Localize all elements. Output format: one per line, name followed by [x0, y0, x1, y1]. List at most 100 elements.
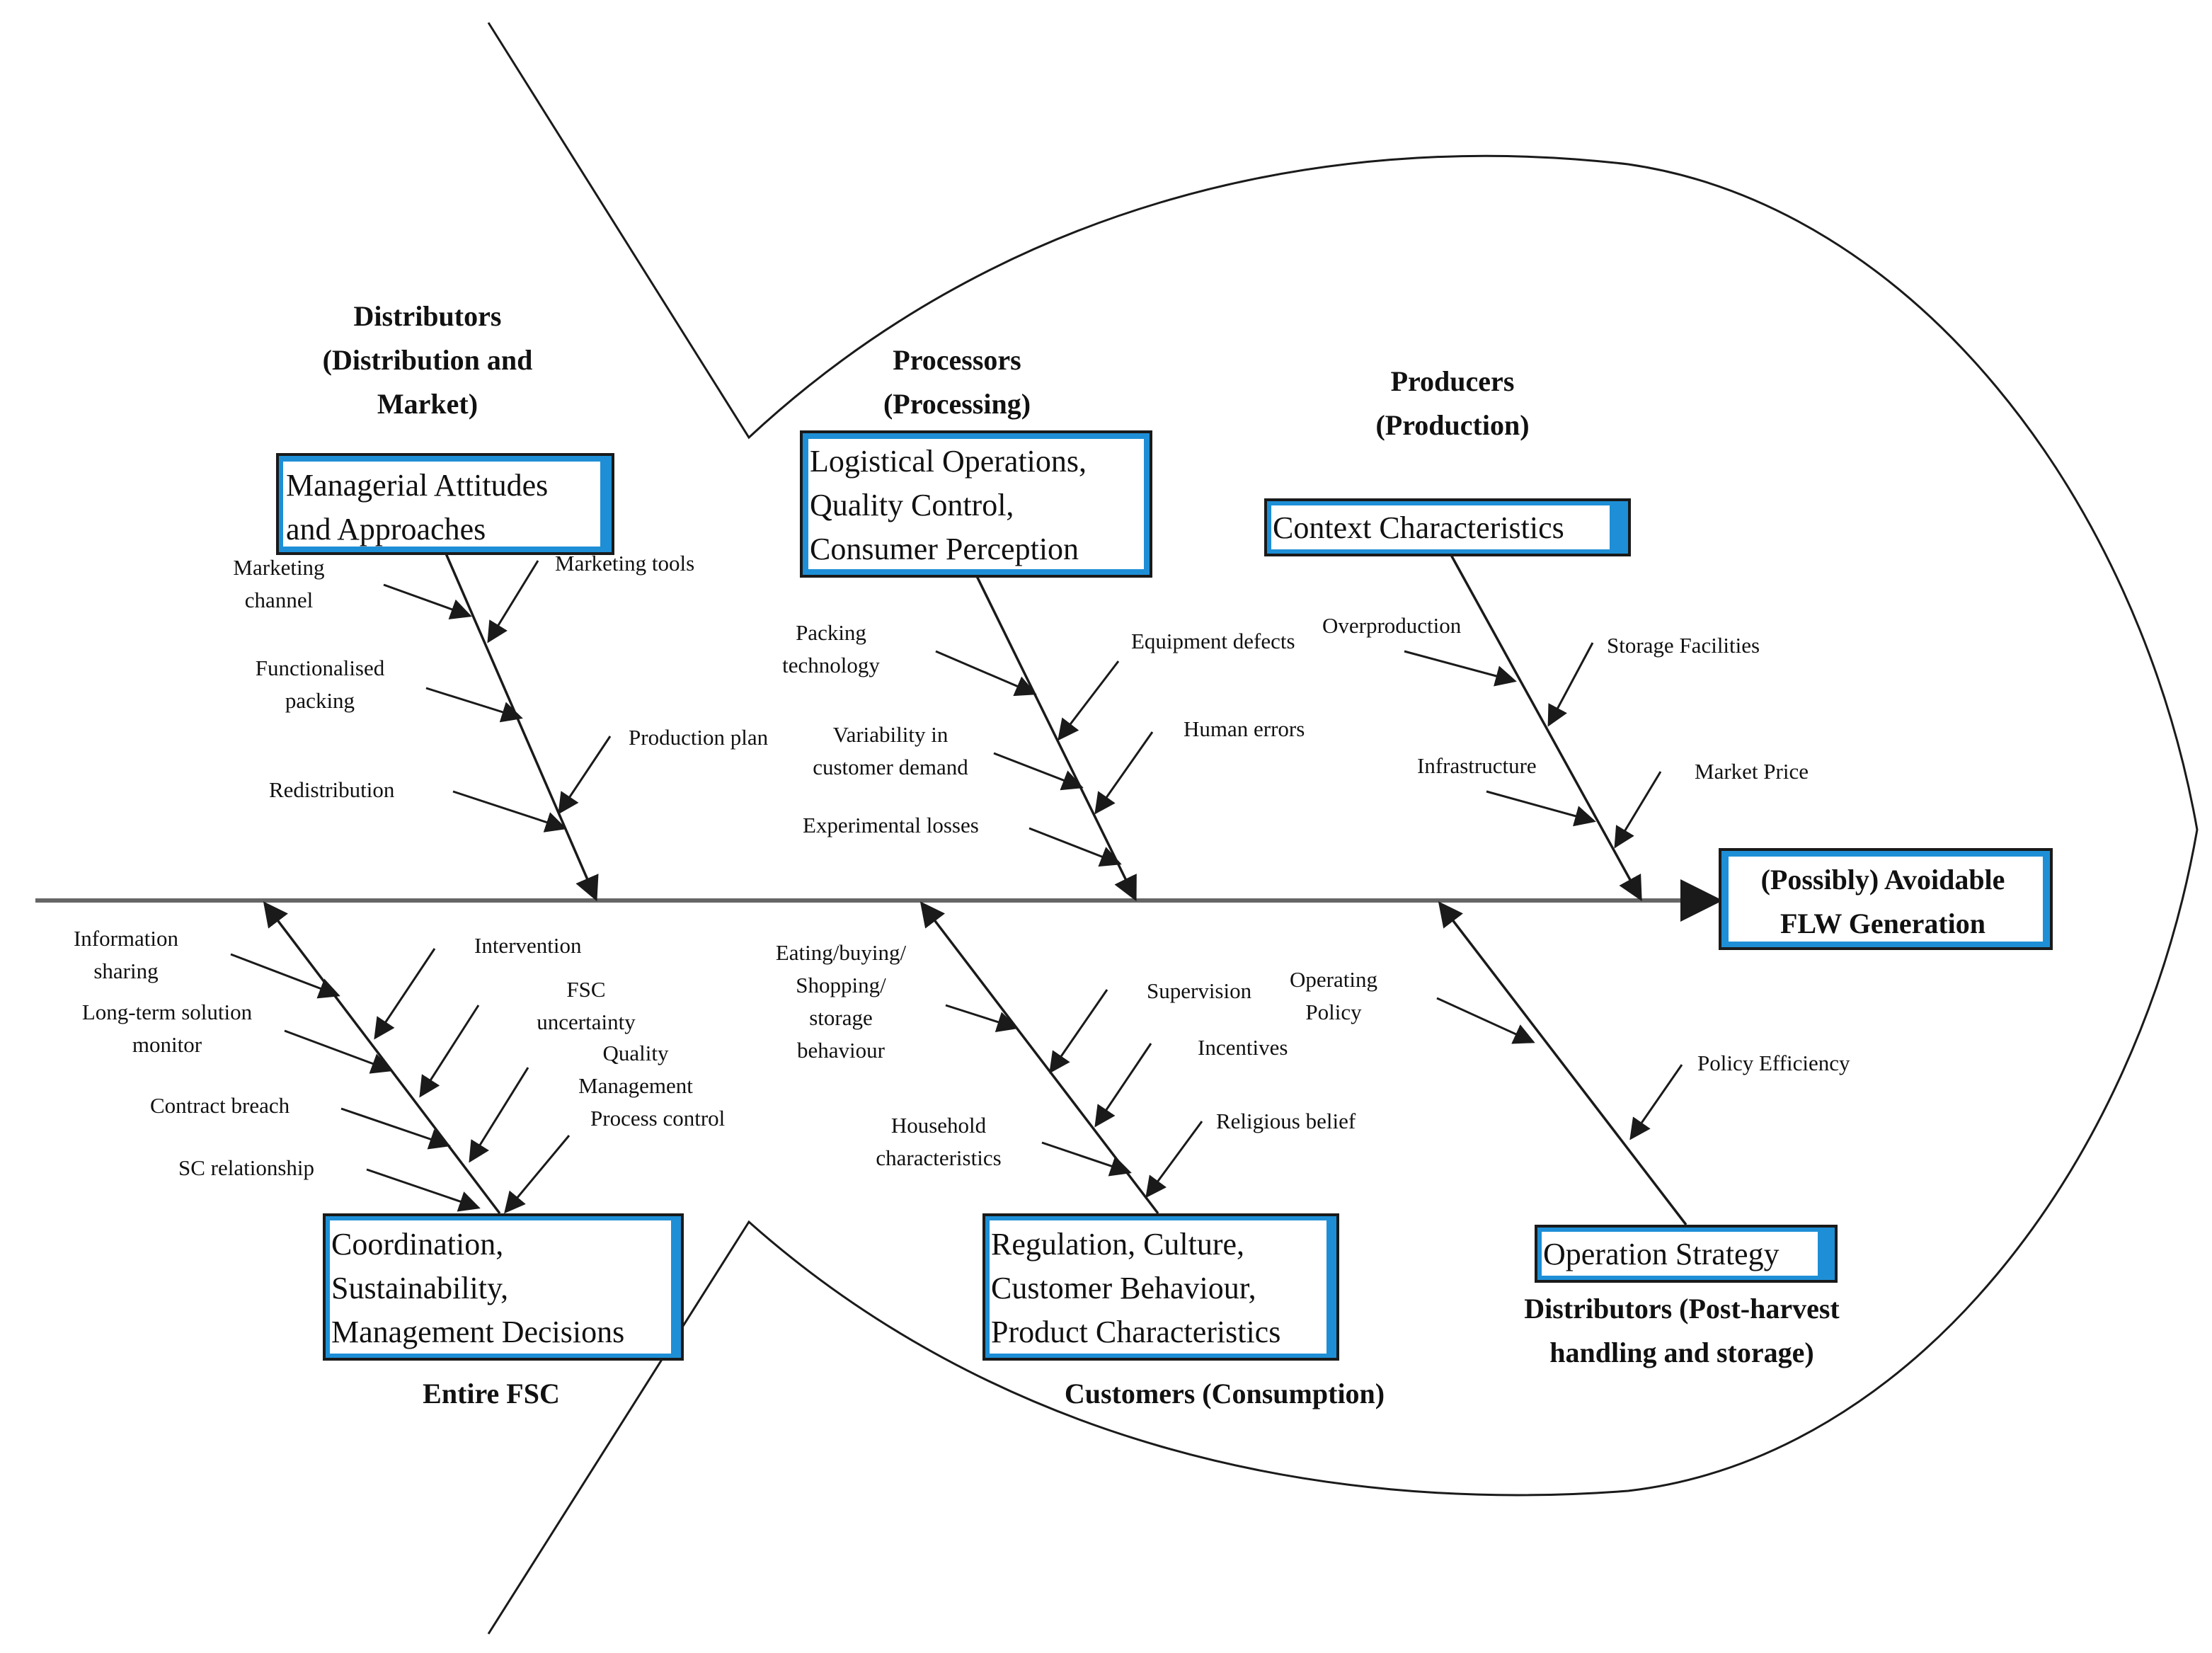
cause-arrow — [558, 736, 612, 815]
category-entire-fsc: Coordination, Sustainability, Management… — [74, 901, 725, 1409]
box-line: Operation Strategy — [1543, 1237, 1780, 1271]
cause-label: behaviour — [797, 1038, 886, 1063]
cause-fsc-uncertainty: FSC uncertainty — [419, 977, 636, 1098]
cause-label: Overproduction — [1322, 613, 1462, 638]
cause-label: storage — [809, 1005, 873, 1030]
cause-experimental-losses: Experimental losses — [803, 813, 1122, 867]
cause-supervision: Supervision — [1049, 978, 1252, 1074]
cause-label: Storage Facilities — [1607, 633, 1760, 658]
cause-policy-efficiency: Policy Efficiency — [1629, 1051, 1850, 1140]
cause-arrow — [230, 953, 340, 999]
category-heading-line: Customers (Consumption) — [1065, 1378, 1385, 1409]
cause-label: Variability in — [833, 722, 949, 747]
cause-arrow — [993, 752, 1084, 791]
effect-line-1: (Possibly) Avoidable — [1761, 864, 2005, 896]
cause-label: Supervision — [1147, 978, 1252, 1003]
cause-label: monitor — [132, 1032, 202, 1057]
category-distributors-market: Distributors (Distribution and Market) M… — [233, 300, 769, 902]
cause-information-sharing: Information sharing — [74, 926, 340, 999]
cause-religious-belief: Religious belief — [1145, 1109, 1356, 1199]
cause-label: Religious belief — [1216, 1109, 1356, 1133]
cause-box: Coordination, Sustainability, Management… — [323, 1213, 684, 1361]
box-line: and Approaches — [286, 512, 486, 547]
cause-infrastructure: Infrastructure — [1417, 753, 1596, 827]
cause-arrow — [1049, 989, 1108, 1074]
category-bone — [975, 576, 1137, 902]
box-line: Customer Behaviour, — [991, 1271, 1256, 1305]
cause-arrow — [1094, 731, 1154, 815]
category-heading-line: Distributors (Post-harvest — [1524, 1293, 1840, 1325]
cause-overproduction: Overproduction — [1322, 613, 1517, 687]
cause-arrow — [284, 1029, 393, 1074]
cause-arrow — [1629, 1064, 1683, 1140]
category-heading-line: (Distribution and — [323, 344, 533, 376]
cause-arrow — [504, 1135, 571, 1214]
cause-arrow — [1436, 997, 1535, 1044]
cause-sc-relationship: SC relationship — [178, 1155, 481, 1212]
cause-arrow — [1041, 1141, 1132, 1177]
cause-label: Packing — [796, 620, 866, 645]
cause-label: Redistribution — [269, 777, 395, 802]
cause-intervention: Intervention — [374, 933, 582, 1040]
cause-label: Equipment defects — [1131, 629, 1295, 653]
cause-arrow — [374, 948, 436, 1040]
cause-arrow — [1404, 650, 1517, 687]
category-bone — [1450, 554, 1642, 902]
cause-label: Experimental losses — [803, 813, 979, 837]
box-line: Sustainability, — [331, 1271, 508, 1305]
category-bone — [1438, 901, 1687, 1226]
box-line: Quality Control, — [810, 488, 1014, 522]
cause-label: uncertainty — [537, 1009, 636, 1034]
cause-label: Policy Efficiency — [1697, 1051, 1850, 1075]
cause-process-control: Process control — [504, 1106, 725, 1214]
category-producers: Producers (Production) Context Character… — [1264, 365, 1809, 902]
category-heading-line: Distributors — [354, 300, 502, 332]
cause-label: customer demand — [813, 755, 968, 779]
cause-arrow — [1028, 827, 1122, 867]
category-heading-line: Producers — [1391, 365, 1515, 397]
category-customers: Regulation, Culture, Customer Behaviour,… — [776, 901, 1385, 1409]
cause-label: Marketing — [233, 555, 324, 580]
cause-label: Management — [578, 1073, 693, 1098]
box-line: Coordination, — [331, 1227, 503, 1262]
cause-box: Operation Strategy — [1535, 1225, 1838, 1283]
cause-arrow — [945, 1004, 1019, 1033]
cause-functionalised-packing: Functionalised packing — [256, 656, 523, 723]
cause-household-characteristics: Household characteristics — [876, 1113, 1132, 1177]
cause-box: Context Characteristics — [1264, 498, 1631, 556]
cause-incentives: Incentives — [1094, 1035, 1288, 1128]
category-heading-line: (Production) — [1375, 409, 1529, 441]
cause-arrow — [1058, 660, 1120, 741]
box-line: Consumer Perception — [810, 532, 1079, 566]
cause-label: Shopping/ — [796, 973, 886, 997]
cause-arrow — [469, 1067, 529, 1163]
cause-label: sharing — [93, 959, 158, 983]
cause-arrow — [425, 687, 523, 723]
fish-outline — [487, 22, 2199, 1635]
category-bone — [445, 553, 599, 902]
box-line: Product Characteristics — [991, 1315, 1280, 1349]
cause-arrow — [452, 790, 567, 833]
effect-line-2: FLW Generation — [1780, 908, 1985, 939]
cause-label: Contract breach — [150, 1093, 290, 1118]
cause-market-price: Market Price — [1614, 759, 1809, 849]
cause-label: Marketing tools — [555, 551, 694, 576]
box-line: Context Characteristics — [1273, 510, 1564, 545]
cause-box: Logistical Operations, Quality Control, … — [800, 430, 1152, 578]
cause-arrow — [1145, 1121, 1203, 1199]
cause-label: Eating/buying/ — [776, 940, 907, 965]
cause-label: channel — [245, 588, 313, 612]
cause-marketing-tools: Marketing tools — [487, 551, 694, 644]
category-heading-line: Market) — [377, 388, 478, 420]
cause-variability-in-customer-demand: Variability in customer demand — [813, 722, 1084, 791]
cause-label: Long-term solution — [82, 1000, 253, 1024]
cause-equipment-defects: Equipment defects — [1058, 629, 1295, 741]
category-processors: Processors (Processing) Logistical Opera… — [782, 344, 1305, 902]
cause-box: Regulation, Culture, Customer Behaviour,… — [982, 1213, 1339, 1361]
cause-label: Human errors — [1184, 716, 1305, 741]
cause-label: technology — [782, 653, 880, 677]
cause-arrow — [935, 650, 1037, 697]
cause-arrow — [1547, 642, 1594, 727]
cause-arrow — [1614, 771, 1662, 849]
